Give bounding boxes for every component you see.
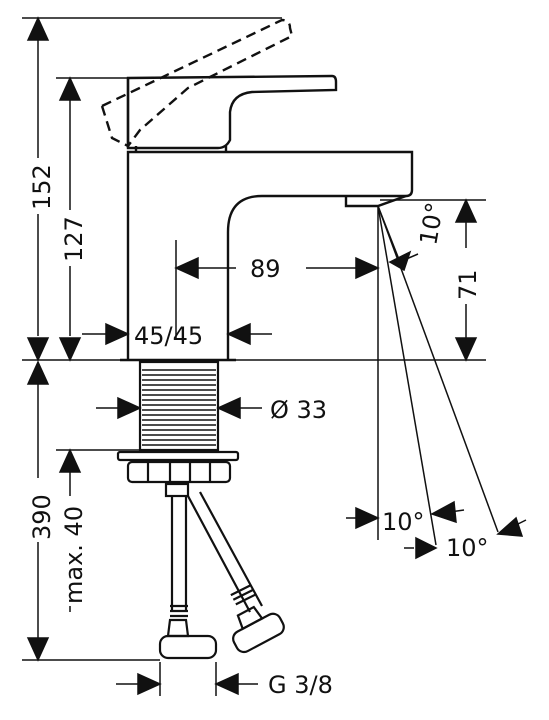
label-handle-angles: 45/45 bbox=[134, 322, 203, 350]
label-spout-clearance: 71 bbox=[454, 269, 482, 300]
label-jet-angle-mid: 10° bbox=[382, 508, 425, 536]
hose-rib bbox=[230, 584, 252, 597]
dim-arrows-390 bbox=[26, 360, 50, 662]
label-projection: 89 bbox=[250, 255, 281, 283]
label-connection-thread: G 3/8 bbox=[268, 671, 333, 699]
dim-arrows-dia bbox=[117, 396, 241, 420]
dim-arrows-45 bbox=[105, 322, 251, 346]
dim-arrow-10-mid-right bbox=[430, 500, 457, 524]
label-max-deck-thickness: max. 40 bbox=[60, 506, 88, 604]
dim-arrow-max40 bbox=[58, 448, 82, 473]
label-spout-height: 127 bbox=[60, 216, 88, 262]
dim-arrows-152 bbox=[26, 16, 50, 362]
label-hose-length: 390 bbox=[28, 494, 56, 540]
hose-rib bbox=[235, 593, 257, 606]
label-total-height: 152 bbox=[28, 164, 56, 210]
jet-line-short bbox=[377, 205, 401, 263]
jet-line-1 bbox=[377, 205, 437, 546]
dim-arrow-10-mid-left bbox=[355, 506, 380, 530]
connection-hoses bbox=[158, 491, 285, 660]
label-jet-angle-top: 10° bbox=[414, 200, 449, 247]
dim-arrows-89 bbox=[174, 256, 380, 280]
lever-handle bbox=[126, 74, 338, 152]
dim-arrows-71 bbox=[454, 198, 478, 362]
dim-arrow-10-low-right bbox=[496, 516, 524, 537]
hose-rib bbox=[232, 588, 254, 601]
dim-line-10-top bbox=[403, 253, 419, 261]
dim-arrows-127 bbox=[58, 76, 82, 362]
dim-arrow-10-top bbox=[388, 250, 412, 272]
threaded-shank bbox=[138, 360, 220, 452]
dim-arrows-thread bbox=[137, 672, 239, 696]
lever-handle-rotated-dashed bbox=[100, 18, 294, 148]
dim-arrow-10-low-left bbox=[415, 536, 438, 560]
mounting-nut bbox=[116, 450, 240, 498]
label-jet-angle-bottom: 10° bbox=[446, 534, 489, 562]
label-shank-diameter: Ø 33 bbox=[270, 396, 327, 424]
